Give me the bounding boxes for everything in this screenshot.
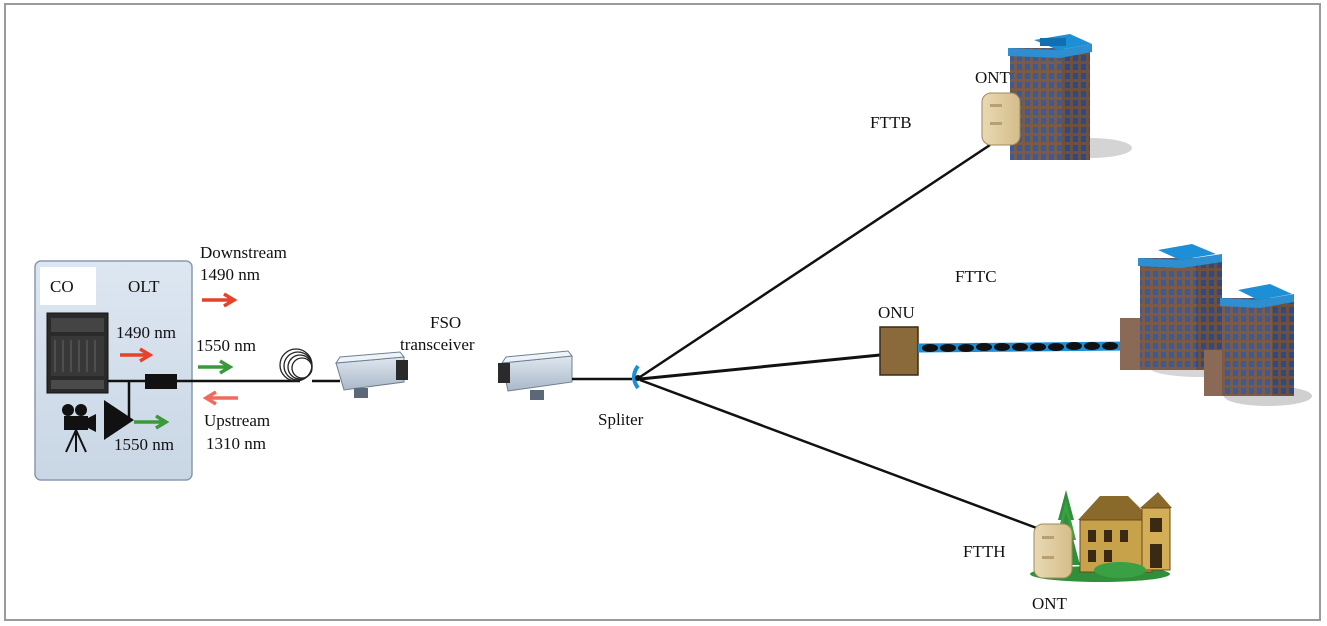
video-1550-label: 1550 nm — [114, 435, 174, 454]
olt-1490-label: 1490 nm — [116, 323, 176, 342]
fso-transceiver-right-icon — [498, 350, 573, 400]
splitter-icon — [632, 364, 641, 390]
upstream-wl-label: 1310 nm — [206, 434, 266, 453]
fso-transceiver-left-icon — [335, 351, 408, 398]
ont-top-label: ONT — [975, 68, 1011, 87]
fiber-coil-icon — [279, 348, 313, 382]
downstream-label: Downstream — [200, 243, 287, 262]
downstream-arrow-icon — [202, 292, 238, 308]
diagram-frame — [4, 3, 1321, 621]
ont-bottom-label: ONT — [1032, 594, 1068, 613]
video-arrow-line-icon — [198, 359, 234, 375]
fso-label-line1: FSO — [430, 313, 461, 332]
ont-top-icon — [981, 92, 1021, 146]
upstream-arrow-icon — [202, 390, 238, 406]
copper-cable-icon — [917, 341, 1131, 353]
ftth-label: FTTH — [963, 542, 1006, 561]
video-camera-icon — [62, 404, 96, 453]
fttc-building-front-icon — [1204, 284, 1312, 406]
wdm-coupler-icon — [145, 374, 177, 389]
co-label: CO — [50, 277, 74, 296]
downstream-arrow-olt-icon — [120, 347, 154, 363]
fttc-building-back-icon — [1120, 244, 1250, 377]
fiber-to-ftth — [639, 378, 1043, 532]
amplifier-icon — [104, 400, 134, 440]
fttb-building-icon — [1008, 34, 1132, 160]
fso-label-line2: transceiver — [400, 335, 475, 354]
upstream-label: Upstream — [204, 411, 270, 430]
fiber-to-fttc — [639, 353, 881, 381]
wl-1550-label: 1550 nm — [196, 336, 256, 355]
ont-bottom-icon — [1033, 523, 1073, 579]
olt-label: OLT — [128, 277, 160, 296]
olt-rack-icon — [46, 312, 109, 394]
fttb-label: FTTB — [870, 113, 912, 132]
onu-label: ONU — [878, 303, 915, 322]
onu-icon — [879, 326, 919, 376]
video-arrow-icon — [134, 414, 170, 430]
fttc-label: FTTC — [955, 267, 997, 286]
downstream-wl-label: 1490 nm — [200, 265, 260, 284]
fiber-to-fttb — [639, 143, 991, 379]
splitter-label: Spliter — [598, 410, 644, 429]
